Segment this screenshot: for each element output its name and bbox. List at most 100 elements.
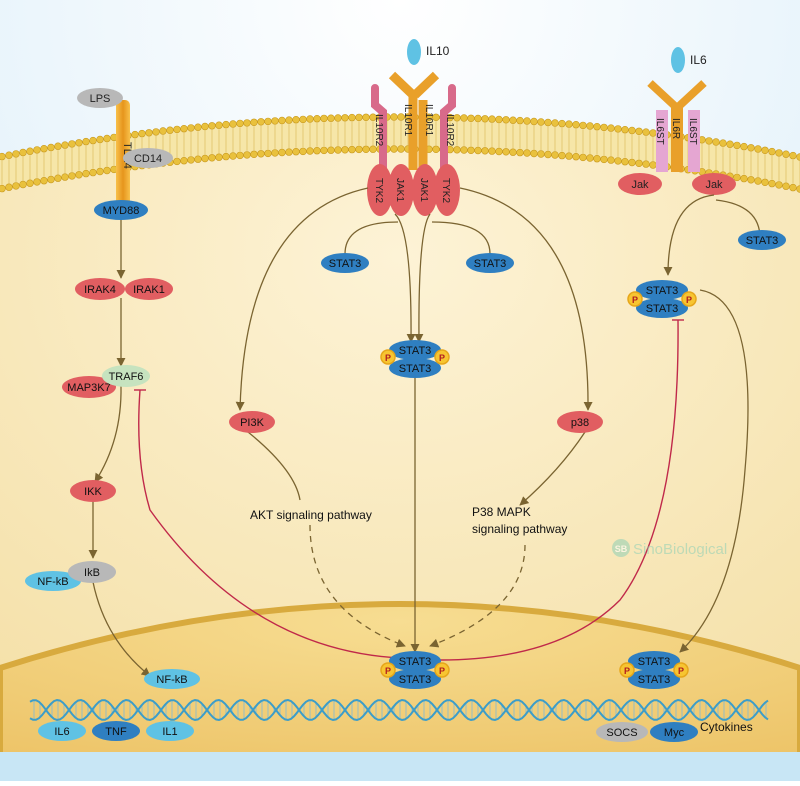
svg-text:NF-kB: NF-kB	[37, 576, 68, 588]
gene-il6: IL6	[38, 721, 86, 741]
cell-membrane	[0, 113, 800, 193]
svg-text:IkB: IkB	[84, 567, 100, 579]
il10-ligand: IL10	[407, 39, 450, 65]
arrow-p38-nucleus	[429, 544, 526, 648]
svg-text:P: P	[385, 353, 391, 363]
il10r2-right-bar	[440, 84, 456, 174]
phospho-nuc-right-left: P	[619, 662, 635, 678]
il6st-left-bar	[656, 110, 668, 172]
arrow-jak1b-dimer	[414, 213, 431, 343]
il6-ellipse	[671, 47, 685, 73]
inhibit-stat3-traf6	[138, 389, 401, 659]
gene-il1: IL1	[146, 721, 194, 741]
svg-text:P: P	[385, 666, 391, 676]
ikk: IKK	[70, 480, 116, 502]
bottom-band	[0, 752, 800, 781]
watermark-text: SinoBiological	[633, 541, 727, 558]
arrow-dimer-nucleus-right	[679, 289, 749, 653]
tyk2-left-label: TYK2	[373, 178, 384, 203]
phospho-left: P	[380, 349, 396, 365]
phospho-right-right: P	[681, 291, 697, 307]
svg-text:p38: p38	[571, 417, 589, 429]
phospho-nuc-right-right: P	[673, 662, 689, 678]
irak4: IRAK4	[75, 278, 125, 300]
akt-label: AKT signaling pathway	[250, 508, 372, 522]
p38-label-line1: P38 MAPK	[472, 505, 531, 519]
p38: p38	[557, 411, 603, 433]
phospho-right: P	[434, 349, 450, 365]
svg-text:P: P	[439, 353, 445, 363]
jak1-right-label: JAK1	[418, 178, 429, 202]
svg-text:TRAF6: TRAF6	[109, 371, 144, 383]
phospho-right-left: P	[627, 291, 643, 307]
il6st-right-label: IL6ST	[687, 118, 698, 145]
stat3-dimer-nucleus-right: STAT3 STAT3 P P	[619, 651, 689, 689]
svg-text:P: P	[439, 666, 445, 676]
il6-receptor: IL6ST IL6R IL6ST	[647, 80, 707, 172]
tlr4-bar	[116, 100, 130, 210]
arrow-jak-dimer	[663, 194, 715, 276]
gene-tnf: TNF	[92, 721, 140, 741]
svg-text:STAT3: STAT3	[329, 258, 362, 270]
jak-right	[692, 173, 736, 195]
svg-text:STAT3: STAT3	[646, 285, 679, 297]
il10-kinases: TYK2 JAK1 JAK1 TYK2	[367, 164, 460, 216]
stat3-free-right: STAT3	[738, 230, 786, 250]
svg-text:STAT3: STAT3	[474, 258, 507, 270]
svg-text:STAT3: STAT3	[399, 363, 432, 375]
svg-text:IKK: IKK	[84, 486, 102, 498]
inhibit-stat3-il6	[439, 319, 679, 661]
jak-left	[618, 173, 662, 195]
phospho-nuc-right: P	[434, 662, 450, 678]
svg-text:TNF: TNF	[105, 726, 127, 738]
tyk2-left	[367, 164, 393, 216]
svg-text:IL6: IL6	[54, 726, 69, 738]
svg-text:STAT3: STAT3	[399, 656, 432, 668]
il10-label: IL10	[426, 44, 450, 58]
il6st-right-bar	[688, 110, 700, 172]
svg-text:SB: SB	[615, 544, 628, 554]
svg-text:IRAK4: IRAK4	[84, 284, 116, 296]
pi3k: PI3K	[229, 411, 275, 433]
il6-label: IL6	[690, 53, 707, 67]
svg-text:NF-kB: NF-kB	[156, 674, 187, 686]
map3k7: MAP3K7	[62, 376, 116, 398]
stat3-dimer-right: STAT3 STAT3 P P	[627, 280, 697, 318]
jak-left-label: Jak	[631, 179, 649, 191]
arrow-ikb-nfkb	[92, 581, 151, 677]
tyk2-right-label: TYK2	[440, 178, 451, 203]
cytokines-label: Cytokines	[700, 720, 753, 734]
svg-text:STAT3: STAT3	[746, 235, 779, 247]
svg-text:STAT3: STAT3	[638, 674, 671, 686]
il10r2-right-label: IL10R2	[444, 114, 455, 147]
svg-text:IRAK1: IRAK1	[133, 284, 165, 296]
svg-text:P: P	[632, 295, 638, 305]
svg-text:IL1: IL1	[162, 726, 177, 738]
arrow-p38-label	[519, 431, 586, 506]
inhibition-lines	[134, 319, 684, 661]
gene-myc: Myc	[650, 722, 698, 742]
il10r2-left-label: IL10R2	[373, 114, 384, 147]
arrow-traf6-ikk	[94, 385, 122, 483]
stat3-left: STAT3	[321, 253, 369, 273]
il6r-bar	[671, 104, 683, 172]
myd88: MYD88	[94, 200, 148, 220]
il10-ellipse	[407, 39, 421, 65]
svg-text:STAT3: STAT3	[638, 656, 671, 668]
nfkb-nucleus: NF-kB	[144, 669, 200, 689]
lps-ellipse	[77, 88, 123, 108]
jak1-left-label: JAK1	[394, 178, 405, 202]
svg-text:Myc: Myc	[664, 727, 685, 739]
cd14-label: CD14	[134, 153, 162, 165]
arrow-tyk2-p38	[459, 187, 593, 411]
il10r1-right-arm	[411, 71, 440, 99]
svg-text:MAP3K7: MAP3K7	[67, 382, 110, 394]
stat3-right: STAT3	[466, 253, 514, 273]
svg-text:STAT3: STAT3	[399, 345, 432, 357]
tyk2-right	[434, 164, 460, 216]
arrow-tyk2-pi3k	[235, 187, 369, 411]
jak1-right	[412, 164, 438, 216]
svg-text:P: P	[678, 666, 684, 676]
